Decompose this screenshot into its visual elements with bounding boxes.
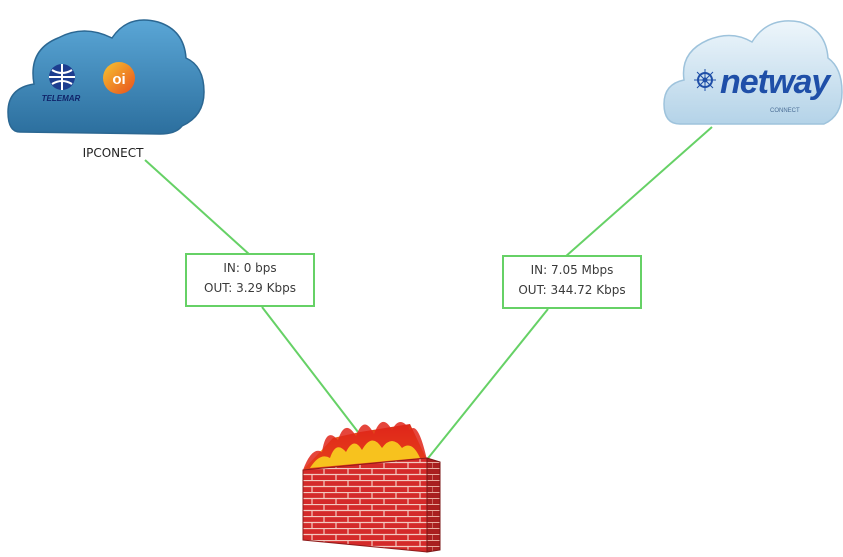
- right-cloud[interactable]: netway CONNECT: [663, 20, 843, 125]
- left-cloud[interactable]: TELEMAR oi: [7, 19, 205, 135]
- link-right-stats[interactable]: IN: 7.05 Mbps OUT: 344.72 Kbps: [502, 255, 642, 309]
- link-left-in: IN: 0 bps: [223, 261, 277, 275]
- link-right-out: OUT: 344.72 Kbps: [518, 283, 626, 297]
- link-left: [144, 159, 359, 433]
- netway-wordmark: netway: [720, 63, 832, 101]
- telemar-logo: TELEMAR: [42, 64, 81, 103]
- oi-logo: oi: [103, 62, 135, 94]
- link-left-stats[interactable]: IN: 0 bps OUT: 3.29 Kbps: [185, 253, 315, 307]
- telemar-wordmark: TELEMAR: [42, 94, 81, 103]
- link-right: [424, 126, 713, 463]
- oi-wordmark: oi: [112, 71, 125, 88]
- netway-logo: netway CONNECT: [694, 63, 833, 114]
- link-left-out: OUT: 3.29 Kbps: [204, 281, 296, 295]
- firewall-icon[interactable]: [302, 421, 441, 553]
- netway-tagline: CONNECT: [770, 108, 800, 114]
- link-right-in: IN: 7.05 Mbps: [530, 263, 614, 277]
- ipconect-label: IPCONECT: [82, 146, 144, 160]
